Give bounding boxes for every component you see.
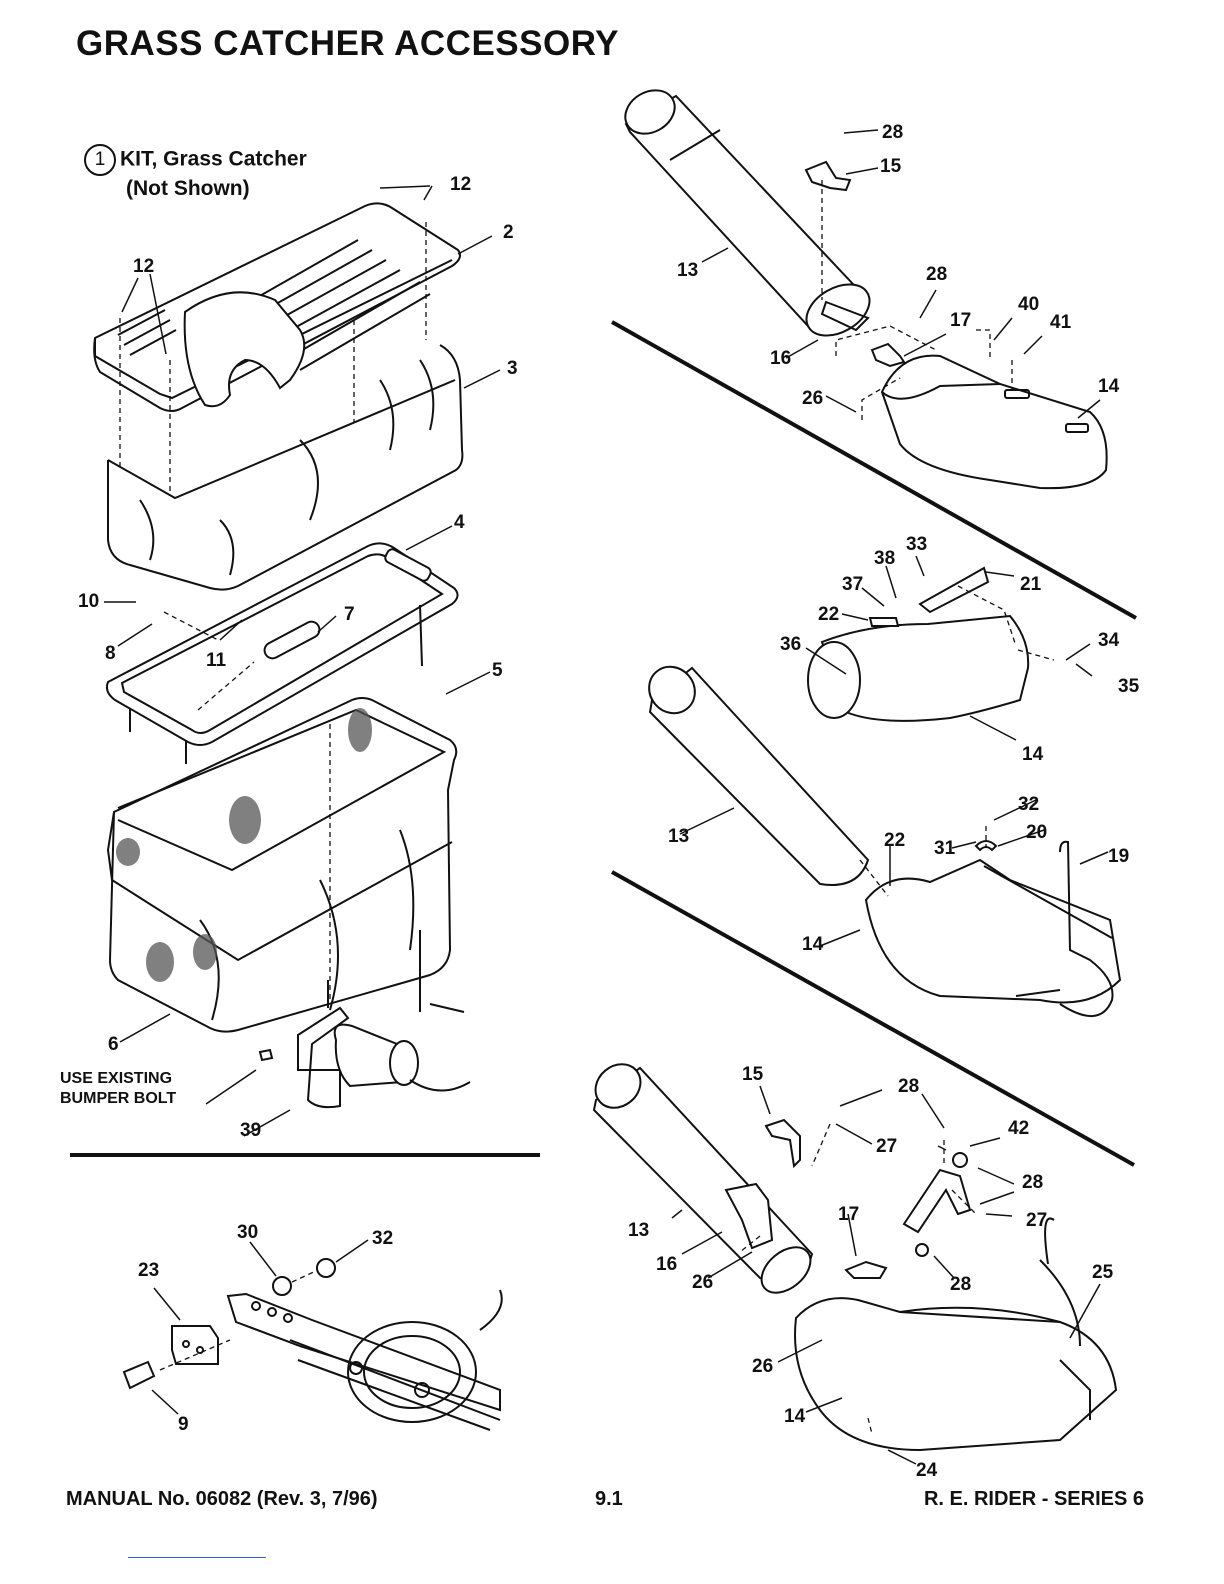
bracket-17-bottom — [844, 1260, 888, 1279]
callout-38: 38 — [874, 548, 895, 569]
callout-26c: 26 — [752, 1356, 773, 1377]
callout-9: 9 — [178, 1414, 189, 1435]
callout-27a: 27 — [876, 1136, 897, 1157]
callout-13b: 13 — [668, 826, 689, 847]
catcher-cover — [107, 344, 464, 591]
bracket-15-top — [804, 160, 852, 192]
footer-page-number: 9.1 — [595, 1488, 623, 1510]
callout-41: 41 — [1050, 312, 1072, 333]
callout-28d: 28 — [1022, 1172, 1043, 1193]
callout-13c: 13 — [628, 1220, 649, 1241]
callout-3: 3 — [507, 358, 518, 379]
callout-17a: 17 — [950, 310, 971, 331]
callout-28c: 28 — [898, 1076, 919, 1097]
callout-2: 2 — [503, 222, 514, 243]
bumper-bolt-note: USE EXISTING BUMPER BOLT — [60, 1069, 176, 1109]
callout-32a: 32 — [372, 1228, 393, 1249]
callout-24: 24 — [916, 1460, 938, 1481]
callout-31: 31 — [934, 838, 956, 859]
callout-15a: 15 — [880, 156, 902, 177]
callout-30: 30 — [237, 1222, 258, 1243]
callout-10: 10 — [78, 591, 99, 612]
callout-26a: 26 — [802, 388, 823, 409]
callout-22a: 22 — [818, 604, 839, 625]
kit-number-circle: 1 — [84, 144, 116, 176]
callout-22b: 22 — [884, 830, 905, 851]
callout-15b: 15 — [742, 1064, 764, 1085]
callout-14b: 14 — [1022, 744, 1044, 765]
strap-16-top — [820, 300, 870, 332]
callout-40: 40 — [1018, 294, 1039, 315]
bumper-note-line2: BUMPER BOLT — [60, 1090, 177, 1107]
callout-13a: 13 — [677, 260, 698, 281]
chute-elbow-mid — [807, 614, 1030, 722]
mower-deck-bottom — [794, 1217, 1118, 1452]
divider-right-1 — [611, 320, 1137, 620]
callout-23: 23 — [138, 1260, 159, 1281]
callout-14c: 14 — [802, 934, 824, 955]
callout-20: 20 — [1026, 822, 1047, 843]
callout-19: 19 — [1108, 846, 1129, 867]
callout-36: 36 — [780, 634, 801, 655]
callout-7: 7 — [344, 604, 355, 625]
chute-deflector-top — [880, 354, 1108, 490]
bracket-42 — [902, 1168, 972, 1234]
footer-manual-number: MANUAL No. 06082 (Rev. 3, 7/96) — [66, 1488, 378, 1510]
strap-16-bottom — [724, 1182, 774, 1250]
chute-tube-bottom — [592, 1063, 814, 1294]
wheel-bracket-assembly — [122, 1258, 503, 1431]
callout-32b: 32 — [1018, 794, 1039, 815]
bottom-link-underline — [128, 1557, 266, 1558]
callout-5: 5 — [492, 660, 503, 681]
catcher-bag — [106, 697, 458, 1033]
callout-25: 25 — [1092, 1262, 1114, 1283]
bumper-note-line1: USE EXISTING — [60, 1070, 173, 1087]
callout-27b: 27 — [1026, 1210, 1047, 1231]
bracket-21 — [918, 566, 990, 614]
callout-11: 11 — [206, 650, 227, 671]
callout-28a: 28 — [882, 122, 903, 143]
callout-16b: 16 — [656, 1254, 677, 1275]
callout-42: 42 — [1008, 1118, 1029, 1139]
chute-with-handle — [864, 840, 1122, 1018]
callout-17b: 17 — [838, 1204, 859, 1225]
callout-12a: 12 — [450, 174, 471, 195]
callout-14d: 14 — [784, 1406, 806, 1427]
catcher-rod — [263, 620, 321, 660]
catcher-frame — [105, 542, 459, 764]
callout-37: 37 — [842, 574, 863, 595]
bracket-17-top — [870, 342, 906, 368]
chute-tube-lower — [648, 665, 870, 886]
footer-series: R. E. RIDER - SERIES 6 — [923, 1488, 1144, 1510]
divider-right-2 — [611, 870, 1135, 1167]
catcher-lid — [93, 202, 461, 412]
bracket-39 — [258, 930, 471, 1109]
callout-4: 4 — [454, 512, 465, 533]
callout-26b: 26 — [692, 1272, 713, 1293]
callout-28b: 28 — [926, 264, 947, 285]
callout-35: 35 — [1118, 676, 1140, 697]
kit-label-line2: (Not Shown) — [126, 177, 250, 200]
callout-34: 34 — [1098, 630, 1120, 651]
callout-33: 33 — [906, 534, 927, 555]
hardware-dashes-left — [119, 222, 427, 1000]
bracket-15-bottom — [764, 1118, 801, 1169]
strap-22-mid — [868, 617, 900, 627]
callout-16a: 16 — [770, 348, 791, 369]
callout-28e: 28 — [950, 1274, 971, 1295]
callout-39: 39 — [240, 1120, 261, 1141]
page-title: GRASS CATCHER ACCESSORY — [76, 24, 620, 63]
callout-14a: 14 — [1098, 376, 1120, 397]
kit-label-line1: KIT, Grass Catcher — [120, 147, 307, 171]
callout-6: 6 — [108, 1034, 119, 1055]
callout-8: 8 — [105, 643, 116, 664]
callout-21: 21 — [1020, 574, 1042, 595]
callout-12b: 12 — [133, 256, 154, 277]
